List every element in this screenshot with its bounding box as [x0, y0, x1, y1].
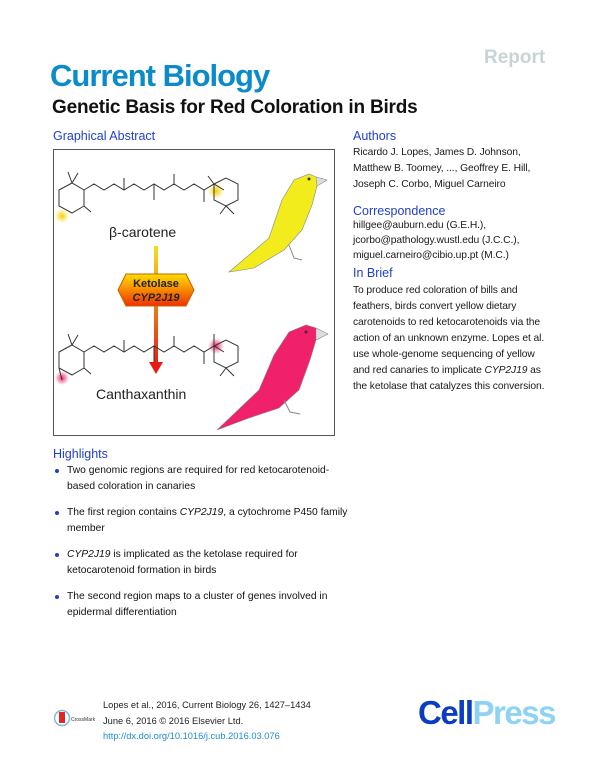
- highlights-heading: Highlights: [53, 447, 108, 461]
- red-canary-illustration: [216, 324, 329, 431]
- beta-carotene-structure: [55, 171, 239, 223]
- molecule-bottom-label: Canthaxanthin: [96, 386, 186, 402]
- correspondence-heading: Correspondence: [353, 204, 446, 218]
- authors-line: Ricardo J. Lopes, James D. Johnson,: [353, 147, 521, 158]
- highlight-text: is implicated as the ketolase required f…: [67, 549, 298, 576]
- highlight-item: Two genomic regions are required for red…: [53, 463, 353, 494]
- conversion-arrow: [149, 246, 163, 374]
- crossmark-icon: CrossMark: [53, 709, 96, 727]
- authors-line: Matthew B. Toomey, ..., Geoffrey E. Hill…: [353, 163, 531, 174]
- authors-heading: Authors: [353, 129, 397, 143]
- in-brief-text-part: as the ketolase that catalyzes this conv…: [353, 365, 545, 392]
- citation-block: Lopes et al., 2016, Current Biology 26, …: [103, 698, 311, 745]
- crossmark-text: CrossMark: [71, 717, 96, 723]
- citation: Lopes et al., 2016, Current Biology 26, …: [103, 700, 311, 710]
- ketolase-badge: Ketolase CYP2J19: [117, 273, 195, 307]
- gene-name: CYP2J19: [67, 549, 111, 560]
- email-link[interactable]: hillgee@auburn.edu (G.E.H.),: [353, 220, 487, 231]
- molecule-top-label: β-carotene: [109, 224, 176, 240]
- doi-link[interactable]: http://dx.doi.org/10.1016/j.cub.2016.03.…: [103, 731, 280, 741]
- canthaxanthin-structure: [55, 333, 239, 385]
- highlight-item: The first region contains CYP2J19, a cyt…: [53, 505, 353, 536]
- highlight-text: The second region maps to a cluster of g…: [67, 591, 328, 618]
- highlight-text: Two genomic regions are required for red…: [67, 465, 330, 492]
- yellow-canary-illustration: [227, 173, 328, 273]
- graphical-abstract: β-carotene Ketolase CYP2J19 Canthaxanthi…: [53, 149, 335, 436]
- in-brief-heading: In Brief: [353, 266, 393, 280]
- authors-line: Joseph C. Corbo, Miguel Carneiro: [353, 179, 506, 190]
- graphical-abstract-figure: β-carotene Ketolase CYP2J19 Canthaxanthi…: [55, 171, 329, 431]
- highlights-list: Two genomic regions are required for red…: [53, 463, 353, 631]
- graphical-abstract-heading: Graphical Abstract: [53, 129, 156, 143]
- gene-name: CYP2J19: [484, 365, 528, 376]
- publication-date: June 6, 2016 © 2016 Elsevier Ltd.: [103, 715, 244, 726]
- journal-name: Current Biology: [50, 58, 270, 93]
- crossmark-logo[interactable]: CrossMark: [53, 709, 98, 734]
- highlight-item: CYP2J19 is implicated as the ketolase re…: [53, 547, 353, 578]
- correspondence-list: hillgee@auburn.edu (G.E.H.), jcorbo@path…: [353, 218, 519, 263]
- article-title: Genetic Basis for Red Coloration in Bird…: [52, 97, 418, 118]
- article-type: Report: [484, 47, 546, 68]
- logo-cell: Cell: [418, 694, 474, 731]
- highlight-item: The second region maps to a cluster of g…: [53, 589, 353, 620]
- enzyme-gene: CYP2J19: [132, 292, 180, 304]
- in-brief-text: To produce red coloration of bills and f…: [353, 283, 553, 395]
- email-link[interactable]: jcorbo@pathology.wustl.edu (J.C.C.),: [353, 235, 520, 246]
- authors-list: Ricardo J. Lopes, James D. Johnson, Matt…: [353, 145, 530, 193]
- highlight-text: The first region contains: [67, 507, 180, 518]
- logo-press: Press: [472, 694, 557, 731]
- cellpress-logo: CellPress: [418, 694, 557, 732]
- in-brief-text-part: To produce red coloration of bills and f…: [353, 285, 545, 376]
- gene-name: CYP2J19: [179, 507, 224, 518]
- highlight-text: , a cytochrome P450 family member: [67, 507, 348, 534]
- enzyme-label: Ketolase: [133, 278, 179, 290]
- email-link[interactable]: miguel.carneiro@cibio.up.pt (M.C.): [353, 250, 509, 261]
